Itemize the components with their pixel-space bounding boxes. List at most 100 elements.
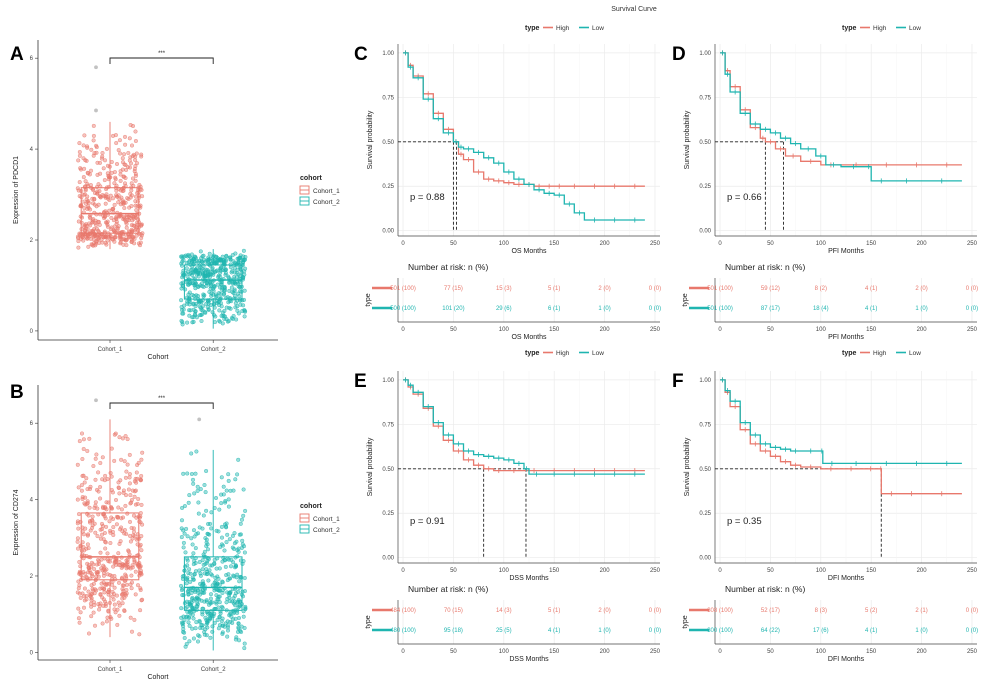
data-point <box>126 229 131 234</box>
box <box>80 187 140 234</box>
data-point <box>85 170 90 175</box>
risk-table-title: Number at risk: n (%) <box>408 262 488 272</box>
data-point <box>77 149 82 155</box>
data-point <box>116 580 122 585</box>
data-point <box>180 593 185 598</box>
data-point <box>209 291 214 296</box>
data-point <box>121 242 126 247</box>
data-point <box>216 626 221 631</box>
data-point <box>231 313 236 319</box>
data-point <box>187 599 192 605</box>
data-point <box>204 537 209 542</box>
data-point <box>211 272 216 277</box>
data-point <box>241 513 246 518</box>
data-point <box>127 165 132 170</box>
data-point <box>92 587 98 592</box>
data-point <box>228 488 233 493</box>
data-point <box>242 269 247 274</box>
data-point <box>87 593 92 598</box>
data-point <box>110 594 115 599</box>
data-point <box>86 631 92 636</box>
data-point <box>201 253 206 258</box>
data-point <box>114 140 119 146</box>
risk-row-label: type <box>682 293 689 306</box>
x-tick-label: 250 <box>967 327 978 333</box>
data-point <box>120 160 126 165</box>
data-point <box>78 610 83 615</box>
data-point <box>94 185 99 190</box>
data-point <box>129 586 134 591</box>
data-point <box>218 274 223 279</box>
data-point <box>96 228 101 233</box>
data-point <box>95 160 100 165</box>
data-point <box>224 540 229 545</box>
data-point <box>100 621 105 626</box>
data-point <box>107 197 112 203</box>
data-point <box>178 583 184 588</box>
data-point <box>120 156 125 161</box>
data-point <box>193 313 198 318</box>
x-tick-label: 0 <box>718 241 722 247</box>
data-point <box>125 511 130 516</box>
data-point <box>140 194 145 199</box>
data-point <box>85 236 90 241</box>
p-value: p = 0.91 <box>410 516 445 527</box>
data-point <box>213 579 218 584</box>
data-point <box>228 257 233 262</box>
data-point <box>227 288 232 293</box>
risk-x-axis-title: DSS Months <box>509 656 549 663</box>
data-point <box>226 478 231 483</box>
y-tick-label: 1.00 <box>699 51 711 57</box>
y-tick-label: 4 <box>30 147 34 153</box>
data-point <box>92 623 98 628</box>
outlier-point <box>197 417 202 422</box>
y-tick-label: 0.75 <box>382 95 394 101</box>
data-point <box>96 470 101 475</box>
legend-label: Cohort_1 <box>313 188 340 195</box>
data-point <box>86 589 91 594</box>
y-tick-label: 0 <box>30 329 34 335</box>
data-point <box>116 148 121 153</box>
x-tick-label: 200 <box>600 327 611 333</box>
x-tick-label: 200 <box>917 649 928 655</box>
data-point <box>222 258 227 263</box>
data-point <box>103 599 108 604</box>
data-point <box>85 199 90 204</box>
data-point <box>94 226 99 231</box>
legend-title: type <box>842 350 857 357</box>
risk-count: 17 (6) <box>813 628 829 634</box>
data-point <box>208 572 214 577</box>
data-point <box>181 629 186 635</box>
risk-count: 14 (3) <box>496 608 512 614</box>
data-point <box>189 536 194 541</box>
data-point <box>98 527 103 532</box>
data-point <box>213 495 219 501</box>
data-point <box>104 619 109 624</box>
data-point <box>116 600 121 605</box>
data-point <box>223 267 228 272</box>
data-point <box>87 436 92 441</box>
data-point <box>137 632 142 637</box>
data-point <box>128 122 133 128</box>
data-point <box>132 223 137 228</box>
data-point <box>127 205 132 210</box>
data-point <box>186 571 191 576</box>
data-point <box>179 286 184 291</box>
data-point <box>110 529 115 534</box>
data-point <box>98 460 103 466</box>
y-tick-label: 1.00 <box>382 51 394 57</box>
data-point <box>202 549 207 554</box>
data-point <box>112 235 117 240</box>
data-point <box>91 123 96 128</box>
data-point <box>75 590 80 595</box>
data-point <box>187 258 192 263</box>
panel-letter: F <box>672 371 684 392</box>
x-tick-label: Cohort_1 <box>98 667 123 673</box>
data-point <box>105 551 110 556</box>
data-point <box>208 280 213 285</box>
data-point <box>182 635 187 641</box>
data-point <box>124 574 129 579</box>
data-point <box>181 624 186 629</box>
data-point <box>243 606 248 611</box>
data-point <box>187 313 192 318</box>
